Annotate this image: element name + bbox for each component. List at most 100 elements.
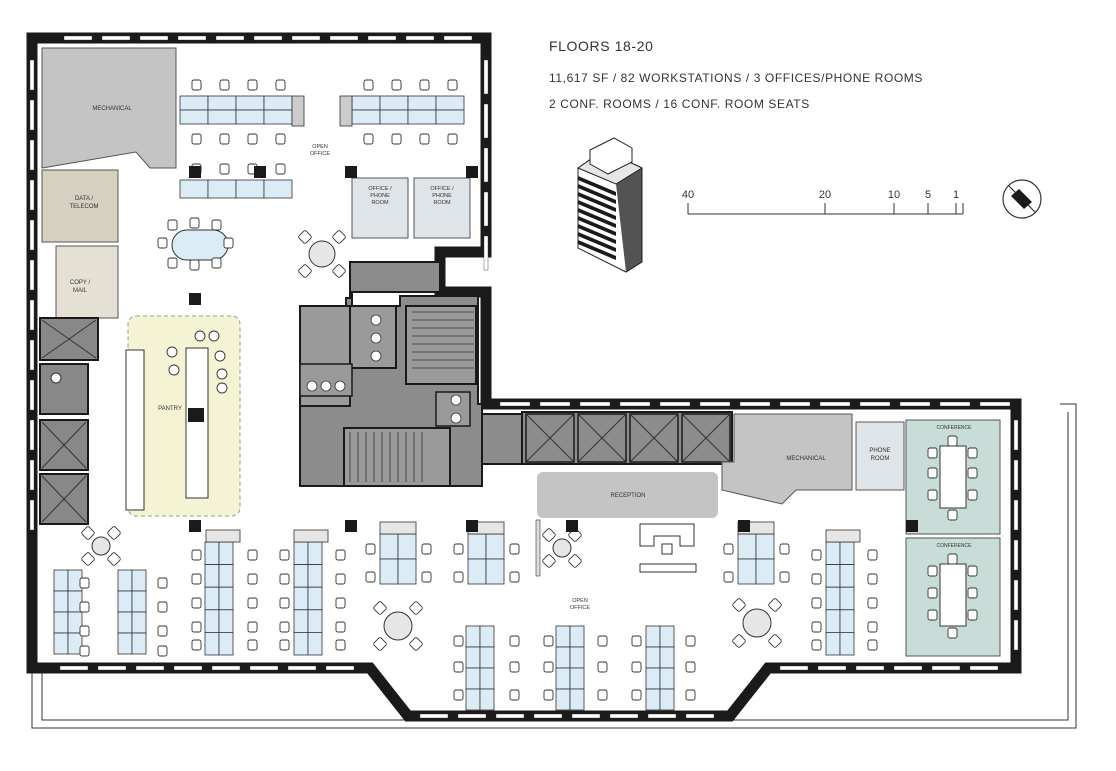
- chair: [157, 645, 168, 657]
- conference-rooms: CONFERENCE CONFERENCE: [905, 419, 1001, 657]
- chair: [723, 571, 734, 583]
- chair: [543, 635, 554, 647]
- window: [29, 139, 35, 171]
- chair: [419, 79, 430, 91]
- toilet-fixture: [370, 332, 382, 344]
- desk: [825, 632, 841, 656]
- desk: [218, 564, 234, 588]
- building-stripe: [578, 200, 616, 220]
- chair: [189, 259, 200, 271]
- chair: [247, 573, 258, 585]
- window: [29, 379, 35, 411]
- desk: [407, 109, 437, 125]
- chair: [167, 219, 178, 231]
- file-cabinet: [205, 529, 241, 543]
- chair: [421, 571, 432, 583]
- window: [211, 665, 241, 671]
- chair: [247, 133, 258, 145]
- open-office-label-2b: OFFICE: [570, 605, 590, 611]
- column: [906, 520, 918, 532]
- column: [566, 520, 578, 532]
- desk: [659, 646, 675, 669]
- chair: [967, 489, 978, 501]
- chair: [509, 571, 520, 583]
- building-stripe: [578, 216, 616, 236]
- desk: [67, 632, 83, 655]
- desk: [293, 586, 309, 611]
- chair: [967, 565, 978, 577]
- chair: [542, 554, 556, 568]
- chair: [191, 573, 202, 585]
- chair: [191, 639, 202, 651]
- elevator-x: [681, 413, 731, 463]
- chair: [419, 133, 430, 145]
- chair: [947, 553, 958, 565]
- desk: [179, 95, 209, 111]
- chair: [453, 689, 464, 701]
- desk: [131, 611, 147, 634]
- window: [457, 713, 487, 719]
- column: [345, 520, 357, 532]
- window: [859, 401, 891, 407]
- column: [738, 520, 750, 532]
- desk: [307, 632, 323, 656]
- scale-bar: 40 20 10 5 1: [682, 189, 964, 215]
- stool: [194, 330, 206, 342]
- desk: [379, 109, 409, 125]
- window: [97, 665, 127, 671]
- open-office-label-1a: OPEN: [312, 144, 328, 150]
- desk: [659, 667, 675, 690]
- desk: [117, 590, 133, 613]
- chair: [189, 217, 200, 229]
- window: [29, 259, 35, 291]
- chair: [543, 689, 554, 701]
- desk: [825, 564, 841, 588]
- desk: [307, 564, 323, 588]
- chair: [543, 661, 554, 673]
- chair: [685, 661, 696, 673]
- desk: [825, 609, 841, 633]
- window: [483, 235, 489, 271]
- file-cabinet: [293, 529, 329, 543]
- desk: [397, 533, 417, 560]
- chair: [219, 79, 230, 91]
- window: [483, 103, 489, 139]
- window: [483, 59, 489, 95]
- office-phone-1-label-3: ROOM: [371, 200, 389, 206]
- chair: [335, 597, 346, 609]
- column: [189, 520, 201, 532]
- window-strips: [29, 35, 1019, 719]
- chair: [927, 447, 938, 459]
- chair: [279, 549, 290, 561]
- chair: [509, 661, 520, 673]
- mechanical-room-2: MECHANICAL: [721, 413, 853, 505]
- building-stripe: [578, 232, 616, 252]
- chair: [81, 552, 95, 566]
- desk: [179, 179, 209, 199]
- window: [659, 401, 691, 407]
- data-telecom-label-2: TELECOM: [69, 204, 98, 210]
- window: [539, 401, 571, 407]
- desk: [555, 646, 571, 669]
- desk: [467, 558, 487, 585]
- chair: [279, 597, 290, 609]
- chair: [421, 543, 432, 555]
- window: [619, 401, 651, 407]
- desk: [131, 632, 147, 655]
- desk: [235, 109, 265, 125]
- window: [899, 401, 931, 407]
- desk: [204, 541, 220, 566]
- chair: [79, 577, 90, 589]
- window: [443, 35, 473, 41]
- building-stripe: [578, 224, 616, 244]
- chair: [509, 635, 520, 647]
- mechanical-room-1: MECHANICAL: [41, 47, 177, 169]
- round-table: [383, 611, 413, 641]
- building-icon: [576, 137, 644, 273]
- desk: [465, 667, 481, 690]
- window: [177, 35, 207, 41]
- toilet-fixture: [370, 314, 382, 326]
- desk: [645, 688, 661, 711]
- window: [1013, 579, 1019, 611]
- chair: [867, 549, 878, 561]
